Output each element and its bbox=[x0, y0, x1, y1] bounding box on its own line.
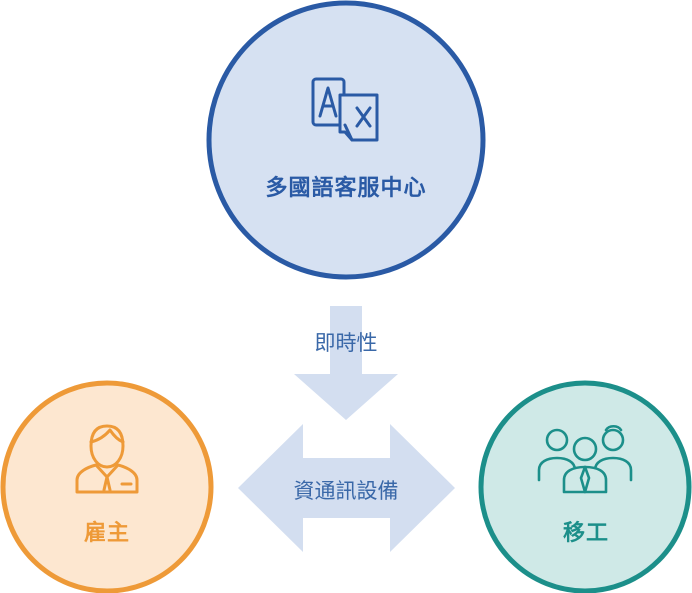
employer-icon bbox=[75, 424, 139, 494]
arrow-label-real-time: 即時性 bbox=[314, 331, 378, 355]
top-node-circle bbox=[206, 0, 486, 280]
node-label-migrant-workers: 移工 bbox=[562, 521, 609, 546]
double-arrow bbox=[238, 424, 455, 552]
node-label-employer: 雇主 bbox=[83, 521, 130, 546]
workers-group-icon bbox=[537, 424, 633, 494]
left-node-circle bbox=[0, 380, 214, 593]
down-arrow bbox=[294, 306, 398, 420]
translate-icon bbox=[311, 77, 379, 142]
arrow-label-ict-equipment: 資通訊設備 bbox=[293, 479, 399, 503]
node-label-customer-service-center: 多國語客服中心 bbox=[265, 176, 427, 201]
